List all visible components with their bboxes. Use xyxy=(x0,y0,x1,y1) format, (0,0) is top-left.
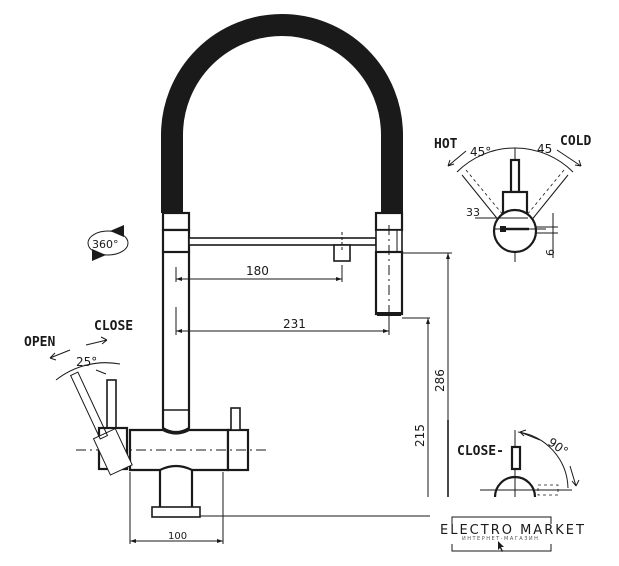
spray-head xyxy=(374,211,404,320)
rotation-360-icon: 360° xyxy=(87,225,129,261)
lever-angle-label: 25° xyxy=(76,355,97,369)
close-arrow-icon xyxy=(85,336,108,346)
dim-33-label: 33 xyxy=(466,206,480,219)
dim-100-label: 100 xyxy=(168,531,187,542)
hot-arrow-icon xyxy=(447,150,467,167)
pointer-cursor-icon xyxy=(498,541,504,552)
open-label: OPEN xyxy=(24,335,55,350)
watermark-brand: ELECTRO MARKET xyxy=(440,523,586,538)
watermark-subtitle: ИНТЕРНЕТ-МАГАЗИН xyxy=(462,536,539,542)
dimension-231 xyxy=(175,307,390,335)
svg-text:360°: 360° xyxy=(92,238,119,251)
filter-arrow-down-icon xyxy=(569,465,580,487)
dimension-180 xyxy=(175,265,343,282)
dim-286-label: 286 xyxy=(433,369,447,392)
close-label: CLOSE xyxy=(94,319,133,334)
filter-angle-label: 90° xyxy=(545,435,570,459)
electro-market-watermark: ELECTRO MARKET ИНТЕРНЕТ-МАГАЗИН xyxy=(440,516,586,552)
cold-arrow-icon xyxy=(556,149,582,167)
hot-angle-label: 45° xyxy=(470,145,491,159)
flexible-hose xyxy=(161,14,403,213)
dimension-100 xyxy=(129,472,224,544)
spout-bar xyxy=(188,232,377,262)
mixer-body xyxy=(76,407,430,518)
dim-231-label: 231 xyxy=(283,317,306,331)
filter-arrow-up-icon xyxy=(519,429,541,441)
cold-label: COLD xyxy=(560,134,591,149)
dim-180-label: 180 xyxy=(246,264,269,278)
cold-angle-label: 45 xyxy=(537,142,552,156)
side-lever xyxy=(55,362,133,476)
hot-label: HOT xyxy=(434,137,458,152)
dim-215-label: 215 xyxy=(413,424,427,447)
dimension-215 xyxy=(402,317,430,497)
dim-6-label: 6 xyxy=(544,249,557,256)
filter-lever-view xyxy=(480,430,572,498)
open-arrow-icon xyxy=(49,349,71,361)
hot-cold-top-view xyxy=(456,147,574,262)
filter-close-label: CLOSE- xyxy=(457,444,504,459)
